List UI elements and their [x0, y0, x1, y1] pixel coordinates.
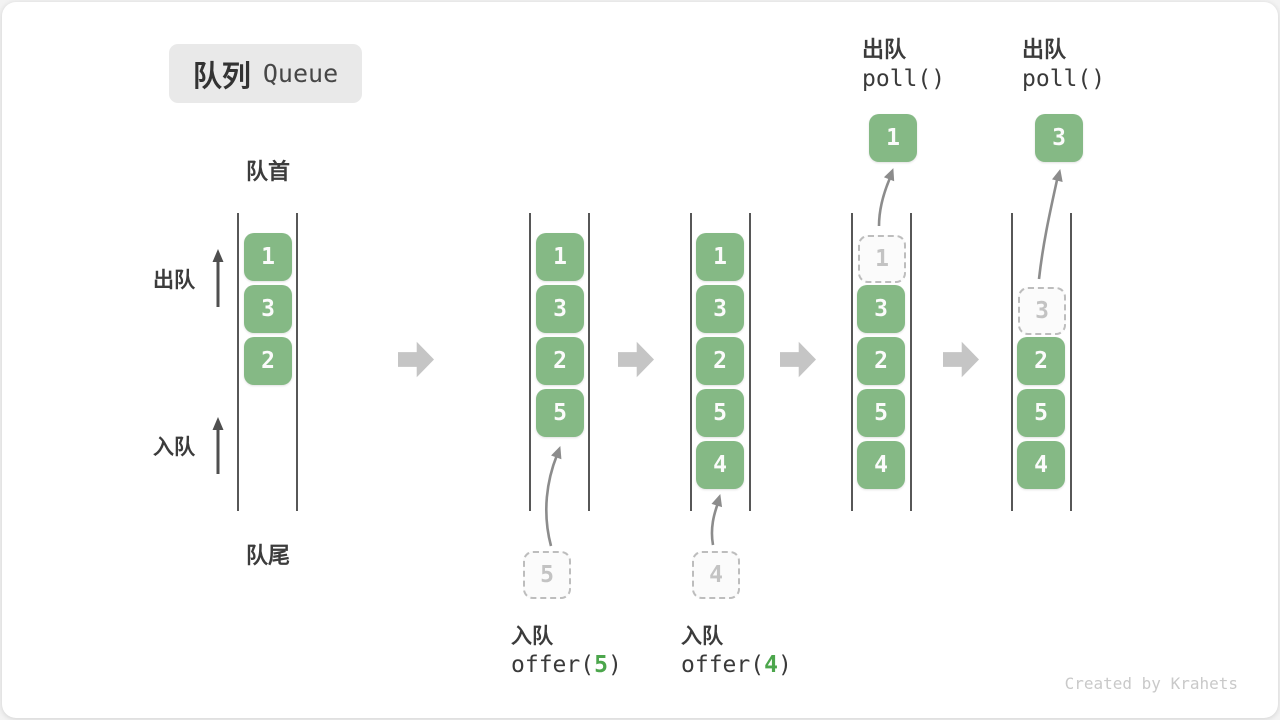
watermark: Created by Krahets — [1064, 674, 1238, 693]
queue-cell: 5 — [696, 389, 744, 437]
removed-element-slot: 1 — [858, 235, 906, 283]
op-label-enqueue-4: 入队 — [681, 625, 723, 648]
title-en: Queue — [262, 59, 339, 88]
incoming-element: 5 — [523, 551, 571, 599]
queue-wall-line — [529, 213, 531, 511]
queue-cell: 4 — [857, 441, 905, 489]
queue-cell: 1 — [536, 233, 584, 281]
dequeue-arrow-icon — [1037, 169, 1063, 280]
queue-cell: 1 — [244, 233, 292, 281]
queue-wall-line — [749, 213, 751, 511]
queue-wall-line — [237, 213, 239, 511]
title-badge: 队列 Queue — [169, 44, 362, 103]
queue-wall-line — [296, 213, 298, 511]
queue-wall-line — [588, 213, 590, 511]
queue-wall-line — [851, 213, 853, 511]
op-code-poll-2: poll() — [1022, 66, 1106, 92]
queue-cell: 2 — [696, 337, 744, 385]
incoming-element: 4 — [692, 551, 740, 599]
queue-cell: 3 — [536, 285, 584, 333]
dequeue-direction-arrow-icon — [212, 249, 224, 307]
queue-wall-line — [690, 213, 692, 511]
queue-cell: 2 — [536, 337, 584, 385]
queue-cell: 5 — [1017, 389, 1065, 437]
enqueue-direction-arrow-icon — [212, 417, 224, 474]
dequeue-arrow-icon — [877, 168, 895, 227]
queue-cell: 4 — [1017, 441, 1065, 489]
enqueue-arg: 5 — [594, 652, 608, 678]
queue-cell: 3 — [857, 285, 905, 333]
label-queue-front: 队首 — [245, 159, 290, 184]
queue-cell: 3 — [244, 285, 292, 333]
queue-cell: 4 — [696, 441, 744, 489]
label-queue-rear: 队尾 — [245, 543, 290, 568]
label-enqueue-side: 入队 — [153, 436, 195, 459]
op-code-enqueue-4: offer(4) — [681, 652, 792, 678]
queue-cell: 5 — [857, 389, 905, 437]
queue-cell: 3 — [696, 285, 744, 333]
queue-cell: 2 — [1017, 337, 1065, 385]
popped-element: 1 — [869, 114, 917, 162]
queue-wall-line — [1070, 213, 1072, 511]
queue-wall-line — [910, 213, 912, 511]
label-dequeue-side: 出队 — [153, 269, 195, 292]
queue-cell: 2 — [244, 337, 292, 385]
queue-cell: 1 — [696, 233, 744, 281]
op-code-poll-1: poll() — [862, 66, 946, 92]
queue-wall-line — [1011, 213, 1013, 511]
title-zh: 队列 — [192, 60, 251, 93]
enqueue-arg: 4 — [764, 652, 778, 678]
op-label-enqueue-5: 入队 — [511, 625, 553, 648]
queue-cell: 5 — [536, 389, 584, 437]
popped-element: 3 — [1035, 114, 1083, 162]
queue-cell: 2 — [857, 337, 905, 385]
removed-element-slot: 3 — [1018, 287, 1066, 335]
enqueue-arrow-icon — [710, 494, 723, 546]
op-label-dequeue-2: 出队 — [1022, 37, 1067, 62]
enqueue-arrow-icon — [545, 446, 562, 547]
op-label-dequeue-1: 出队 — [862, 37, 907, 62]
op-code-enqueue-5: offer(5) — [511, 652, 622, 678]
